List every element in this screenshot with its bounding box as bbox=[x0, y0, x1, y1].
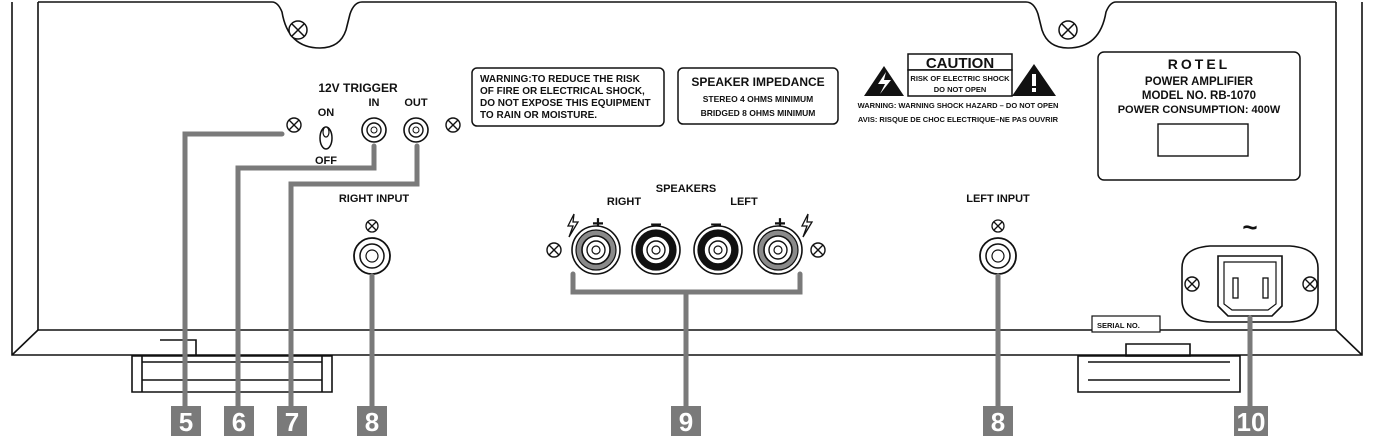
callout-6: 6 bbox=[224, 406, 254, 437]
right-input-label: RIGHT INPUT bbox=[339, 193, 410, 205]
left-minus-sign: – bbox=[710, 213, 721, 235]
plate-line-1: POWER AMPLIFIER bbox=[1145, 76, 1254, 88]
trigger-title: 12V TRIGGER bbox=[318, 81, 398, 95]
serial-label: SERIAL NO. bbox=[1097, 321, 1140, 330]
right-input-jack[interactable] bbox=[353, 237, 391, 275]
trigger-in-jack[interactable] bbox=[361, 117, 387, 143]
warning-line-4: TO RAIN OR MOISTURE. bbox=[480, 110, 597, 121]
speakers-title: SPEAKERS bbox=[656, 183, 717, 195]
top-screw-left bbox=[288, 20, 308, 40]
ac-power-inlet[interactable] bbox=[1181, 245, 1319, 323]
callout-6-label: 6 bbox=[232, 407, 246, 437]
ac-symbol: ~ bbox=[1242, 212, 1257, 242]
speakers-right-label: RIGHT bbox=[607, 196, 642, 208]
callout-8-left-label: 8 bbox=[365, 407, 379, 437]
trigger-out-label: OUT bbox=[404, 97, 428, 109]
trigger-screw-left bbox=[286, 117, 302, 133]
left-input-jack[interactable] bbox=[979, 237, 1017, 275]
ac-inlet-screw-right bbox=[1302, 276, 1318, 292]
caution-block: CAUTION RISK OF ELECTRIC SHOCK DO NOT OP… bbox=[858, 53, 1059, 124]
plate-line-2: MODEL NO. RB-1070 bbox=[1142, 90, 1256, 102]
right-plus-sign: + bbox=[592, 213, 604, 235]
callout-8-right: 8 bbox=[983, 406, 1013, 437]
speaker-screw-left bbox=[546, 242, 562, 258]
callout-9: 9 bbox=[671, 406, 701, 437]
impedance-line-2: BRIDGED 8 OHMS MINIMUM bbox=[701, 108, 816, 118]
top-screw-right bbox=[1058, 20, 1078, 40]
exclamation-warning-icon bbox=[1012, 64, 1056, 96]
warning-line-1: WARNING:TO REDUCE THE RISK bbox=[480, 74, 641, 85]
callout-5-label: 5 bbox=[179, 407, 193, 437]
caution-warning-text: WARNING: WARNING SHOCK HAZARD – DO NOT O… bbox=[858, 101, 1059, 110]
speakers-left-label: LEFT bbox=[730, 196, 758, 208]
callout-10-label: 10 bbox=[1237, 407, 1266, 437]
caution-avis-text: AVIS: RISQUE DE CHOC ELECTRIQUE–NE PAS O… bbox=[858, 115, 1059, 124]
label-plate: ROTEL POWER AMPLIFIER MODEL NO. RB-1070 … bbox=[1097, 51, 1301, 181]
ac-inlet-screw-left bbox=[1184, 276, 1200, 292]
warning-line-2: OF FIRE OR ELECTRICAL SHOCK, bbox=[480, 86, 645, 97]
impedance-box: SPEAKER IMPEDANCE STEREO 4 OHMS MINIMUM … bbox=[677, 67, 839, 125]
caution-title: CAUTION bbox=[926, 55, 994, 72]
serial-box: SERIAL NO. bbox=[1091, 315, 1161, 333]
right-input-screw bbox=[365, 219, 379, 233]
callout-8-left: 8 bbox=[357, 406, 387, 437]
trigger-screw-right bbox=[445, 117, 461, 133]
left-plus-sign: + bbox=[774, 213, 786, 235]
speaker-screw-right bbox=[810, 242, 826, 258]
callout-5: 5 bbox=[171, 406, 201, 437]
switch-on-label: ON bbox=[318, 107, 335, 119]
foot-right bbox=[1077, 343, 1241, 393]
leader-7 bbox=[288, 143, 420, 413]
speaker-terminal-left-positive[interactable] bbox=[753, 225, 803, 275]
trigger-out-jack[interactable] bbox=[403, 117, 429, 143]
leader-9 bbox=[570, 271, 803, 413]
impedance-line-1: STEREO 4 OHMS MINIMUM bbox=[703, 94, 814, 104]
callout-10: 10 bbox=[1234, 406, 1268, 437]
trigger-in-label: IN bbox=[369, 97, 380, 109]
switch-off-label: OFF bbox=[315, 155, 337, 167]
speaker-terminal-right-positive[interactable] bbox=[571, 225, 621, 275]
plate-blank-window bbox=[1157, 123, 1249, 157]
speaker-terminal-left-negative[interactable] bbox=[693, 225, 743, 275]
warning-box: WARNING:TO REDUCE THE RISK OF FIRE OR EL… bbox=[471, 67, 665, 127]
caution-line-2: DO NOT OPEN bbox=[934, 85, 987, 94]
warning-line-3: DO NOT EXPOSE THIS EQUIPMENT bbox=[480, 98, 651, 109]
right-minus-sign: – bbox=[650, 213, 661, 235]
callout-7-label: 7 bbox=[285, 407, 299, 437]
caution-line-1: RISK OF ELECTRIC SHOCK bbox=[910, 74, 1010, 83]
speaker-lightning-left-icon bbox=[566, 213, 580, 238]
callout-9-label: 9 bbox=[679, 407, 693, 437]
plate-line-3: POWER CONSUMPTION: 400W bbox=[1118, 104, 1281, 116]
leader-5 bbox=[182, 131, 285, 413]
callout-7: 7 bbox=[277, 406, 307, 437]
impedance-title: SPEAKER IMPEDANCE bbox=[691, 75, 824, 89]
trigger-toggle-switch[interactable] bbox=[319, 126, 333, 150]
leader-lines bbox=[182, 131, 1253, 413]
speaker-terminal-right-negative[interactable] bbox=[631, 225, 681, 275]
leader-6 bbox=[235, 143, 377, 413]
callout-8-right-label: 8 bbox=[991, 407, 1005, 437]
left-input-screw bbox=[991, 219, 1005, 233]
speaker-lightning-right-icon bbox=[800, 213, 814, 238]
lightning-warning-icon bbox=[864, 66, 904, 96]
brand-logo: ROTEL bbox=[1168, 56, 1230, 72]
foot-left bbox=[131, 339, 333, 393]
left-input-label: LEFT INPUT bbox=[966, 193, 1030, 205]
